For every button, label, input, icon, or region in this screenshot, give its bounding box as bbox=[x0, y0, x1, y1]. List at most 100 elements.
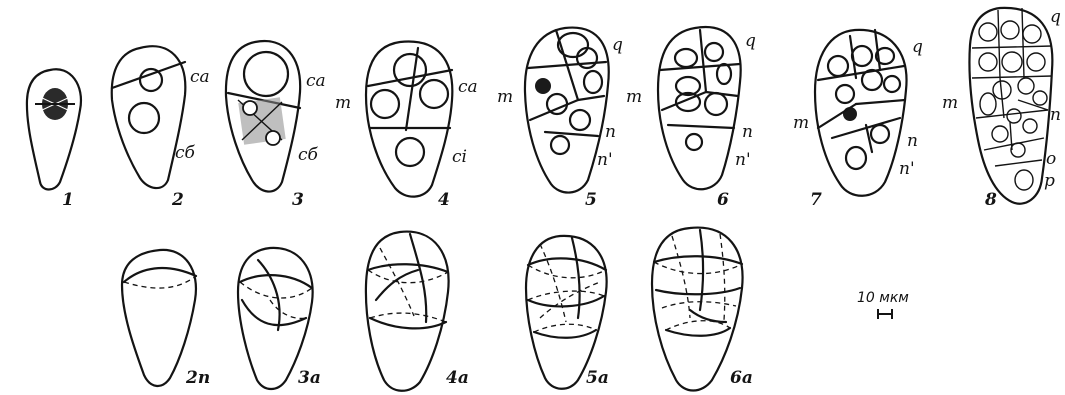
cell-label-n-prime: n' bbox=[735, 150, 751, 170]
cleavage-plane bbox=[258, 260, 280, 330]
nucleus bbox=[992, 126, 1008, 142]
cleavage-plane bbox=[124, 268, 196, 282]
nucleus bbox=[1018, 78, 1034, 94]
cell-label-o: o bbox=[1046, 149, 1056, 169]
stage-number: 8 bbox=[984, 190, 997, 210]
nucleus bbox=[1007, 109, 1021, 123]
cleavage-furrow bbox=[700, 30, 706, 92]
cell-outline bbox=[366, 232, 449, 391]
cell-label-ca: са bbox=[306, 71, 326, 91]
cell-outline bbox=[652, 228, 743, 391]
cell-label-ca: са bbox=[458, 77, 478, 97]
cleavage-plane bbox=[534, 330, 596, 338]
scale-bar: 10 мкм bbox=[857, 290, 909, 319]
cell-stage-4: m са ci 4 bbox=[335, 42, 478, 210]
cleavage-plane-hidden bbox=[124, 276, 196, 288]
nucleus bbox=[1001, 21, 1019, 39]
cell-label-q: q bbox=[912, 37, 923, 57]
cleavage-plane bbox=[654, 256, 742, 264]
cell-label-m: m bbox=[335, 93, 351, 113]
cleavage-plane-hidden bbox=[368, 270, 448, 283]
nucleus bbox=[420, 80, 448, 108]
nucleus bbox=[686, 134, 702, 150]
stage-number: 2 bbox=[171, 190, 184, 210]
cleavage-plane bbox=[528, 258, 606, 270]
cell-label-q: q bbox=[745, 31, 756, 51]
cleavage-plane bbox=[376, 270, 418, 300]
cell-outline bbox=[112, 46, 186, 188]
cleavage-plane-hidden bbox=[534, 324, 596, 332]
nucleus bbox=[675, 49, 697, 67]
cell-stage-5: m q n n' 5 bbox=[497, 28, 623, 210]
nucleus bbox=[570, 110, 590, 130]
cell-stage-1: 1 bbox=[27, 69, 81, 210]
stage-number: 7 bbox=[810, 190, 822, 210]
cleavage-plane-hidden bbox=[540, 244, 566, 322]
dividing-nucleus bbox=[843, 107, 857, 121]
cleavage-plane bbox=[410, 234, 426, 322]
cell-label-m: m bbox=[942, 93, 958, 113]
nucleus bbox=[551, 136, 569, 154]
cleavage-plane bbox=[656, 288, 740, 294]
scheme-number: 6a bbox=[730, 368, 753, 388]
nucleus bbox=[871, 125, 889, 143]
cell-outline bbox=[815, 30, 907, 196]
mitotic-spindle bbox=[35, 88, 75, 120]
nucleus bbox=[1011, 143, 1025, 157]
scheme-number: 2n bbox=[185, 368, 210, 388]
cell-label-m: m bbox=[626, 87, 642, 107]
cell-stage-7: m q n n' 7 bbox=[793, 30, 923, 210]
stage-number: 5 bbox=[585, 190, 597, 210]
nucleus bbox=[140, 69, 162, 91]
nucleus bbox=[1027, 53, 1045, 71]
cleavage-plane-hidden bbox=[528, 265, 606, 278]
cleavage-furrow bbox=[578, 96, 604, 100]
cleavage-plane-hidden bbox=[720, 234, 725, 320]
cleavage-plane bbox=[700, 230, 703, 310]
scheme-number: 4a bbox=[446, 368, 469, 388]
cell-stage-6: m q n n' 6 bbox=[626, 27, 756, 210]
cleavage-plane-hidden bbox=[540, 282, 600, 318]
scale-bar-label: 10 мкм bbox=[857, 290, 909, 306]
nucleus bbox=[979, 23, 997, 41]
cell-label-ca: са bbox=[190, 67, 210, 87]
nucleus bbox=[884, 76, 900, 92]
cell-label-m: m bbox=[497, 87, 513, 107]
cell-label-q: q bbox=[1050, 7, 1061, 27]
scheme-number: 3a bbox=[298, 368, 321, 388]
cell-label-cb: сб bbox=[175, 143, 196, 163]
nucleus bbox=[1002, 52, 1022, 72]
nucleus bbox=[846, 147, 866, 169]
cleavage-plane bbox=[666, 328, 730, 336]
cell-label-n: n bbox=[1050, 105, 1061, 125]
cell-outline bbox=[658, 27, 741, 189]
stage-number: 6 bbox=[717, 190, 729, 210]
cleavage-plane bbox=[240, 275, 312, 288]
mitotic-spindle bbox=[238, 97, 286, 145]
cleavage-plane bbox=[368, 264, 448, 272]
nucleus bbox=[836, 85, 854, 103]
scheme-number: 5a bbox=[586, 368, 609, 388]
cleavage-furrow bbox=[856, 100, 905, 104]
stage-number: 3 bbox=[292, 190, 304, 210]
cleavage-plane bbox=[528, 296, 604, 306]
cleavage-plane bbox=[242, 300, 306, 325]
nucleus bbox=[979, 53, 997, 71]
cell-label-n: n bbox=[907, 131, 918, 151]
cell-label-n: n bbox=[605, 122, 616, 142]
cell-outline bbox=[27, 69, 81, 189]
cleavage-furrow bbox=[545, 132, 598, 136]
cell-label-n: n bbox=[742, 122, 753, 142]
scheme-2n: 2n bbox=[122, 250, 210, 388]
nucleus bbox=[980, 93, 996, 115]
scheme-3a: 3a bbox=[238, 248, 321, 389]
cleavage-furrow bbox=[668, 125, 734, 128]
nucleus bbox=[852, 46, 872, 66]
cell-stage-2: са сб 2 bbox=[112, 46, 210, 210]
cleavage-plane bbox=[370, 318, 446, 328]
nucleus bbox=[396, 138, 424, 166]
nucleus bbox=[371, 90, 399, 118]
stage-number: 4 bbox=[438, 190, 450, 210]
